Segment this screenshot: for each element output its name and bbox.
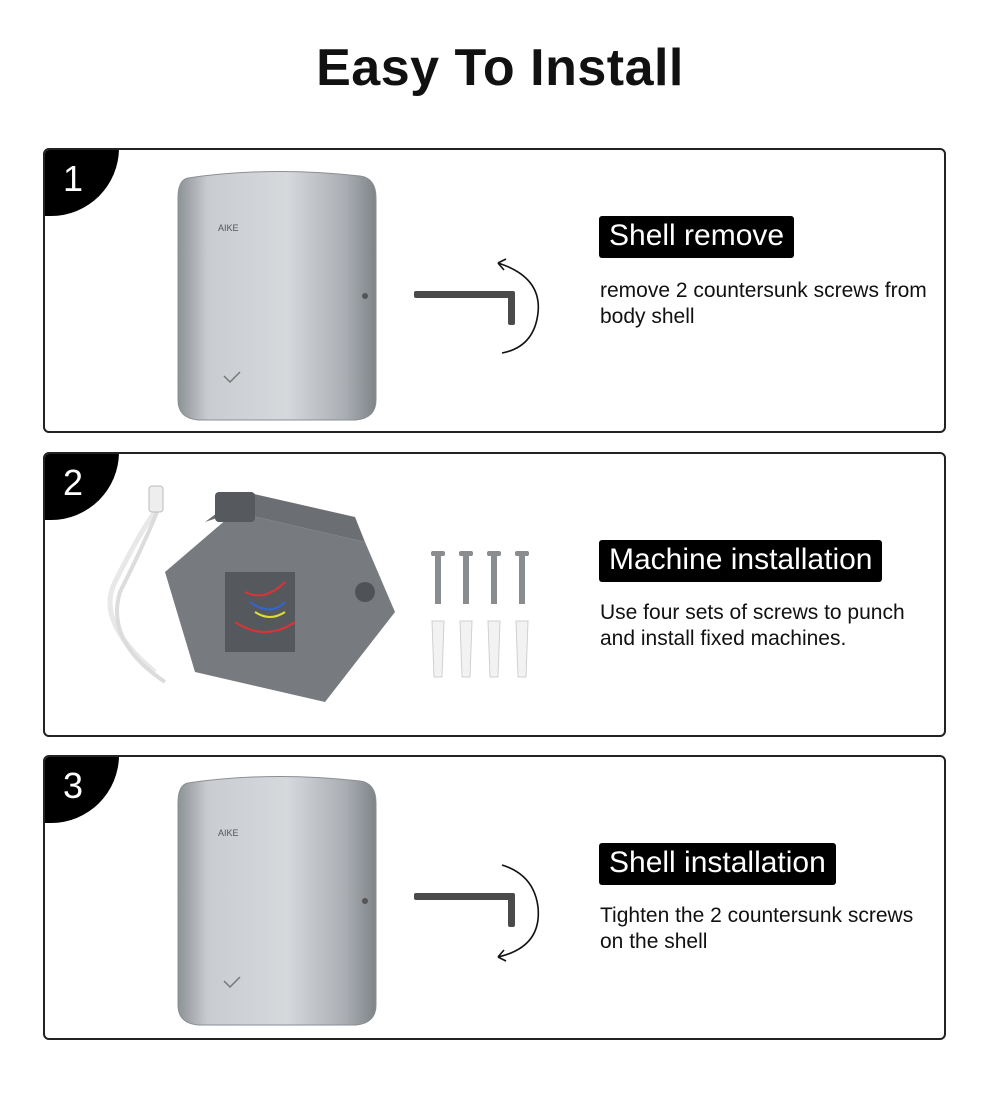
screws-and-anchors-image: [431, 551, 529, 678]
step-3-description: Tighten the 2 countersunk screws on the …: [600, 904, 914, 953]
step-1-panel: 1 AIKE Shell remove remove 2 countersunk…: [43, 148, 946, 433]
brand-logo: AIKE: [218, 223, 239, 233]
hex-key-icon: [414, 864, 540, 962]
hand-dryer-image: AIKE: [177, 170, 377, 421]
open-dryer-machine-image: [107, 485, 395, 702]
step-2-heading: Machine installation: [599, 540, 883, 582]
step-2-badge: 2: [45, 454, 119, 520]
step-2-panel: 2 Machine installation Use four sets of …: [43, 452, 946, 737]
page-title: Easy To Install: [316, 39, 684, 97]
step-3-badge: 3: [45, 757, 119, 823]
step-3-heading: Shell installation: [599, 843, 836, 885]
step-1-badge: 1: [45, 150, 119, 216]
step-1-heading: Shell remove: [599, 216, 795, 258]
step-1-description: remove 2 countersunk screws from body sh…: [600, 279, 927, 328]
hex-key-icon: [414, 258, 540, 354]
step-2-description: Use four sets of screws to punch and ins…: [600, 601, 905, 650]
brand-logo: AIKE: [218, 828, 239, 838]
step-3-panel: 3 AIKE Shell installation Tighten the 2 …: [43, 755, 946, 1040]
hand-dryer-image: AIKE: [177, 775, 377, 1026]
